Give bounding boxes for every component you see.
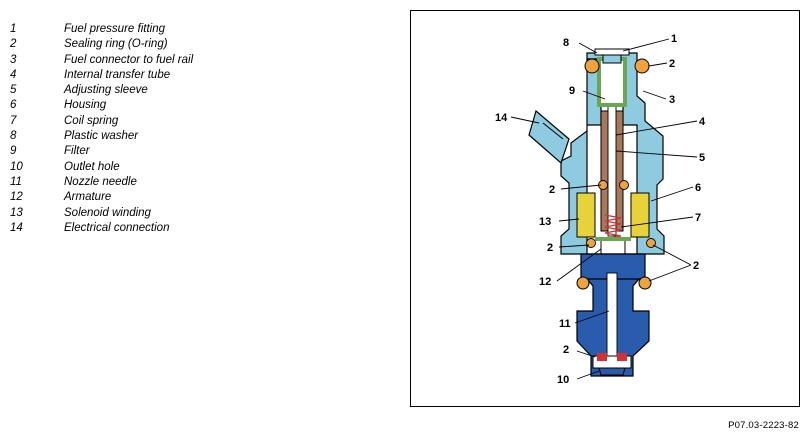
legend-number: 13	[10, 206, 23, 219]
legend-row: 1 Fuel pressure fitting	[10, 22, 340, 37]
callout-1: 1	[671, 33, 677, 45]
callout-14: 14	[495, 112, 508, 124]
callout-6: 6	[695, 182, 701, 194]
legend-row: 8 Plastic washer	[10, 129, 340, 144]
leader-lines	[510, 38, 698, 380]
legend-number: 3	[10, 53, 17, 66]
connector-pin	[542, 122, 564, 140]
plastic-washer	[594, 48, 630, 56]
legend-label: Fuel pressure fitting	[64, 23, 165, 35]
legend-label: Armature	[64, 191, 112, 204]
legend-number: 9	[10, 145, 17, 158]
reference-code: P07.03-2223-82	[728, 420, 799, 431]
legend-label: Fuel connector to fuel rail	[64, 53, 194, 66]
callout-5: 5	[699, 152, 705, 164]
callout-2-top: 2	[669, 58, 675, 70]
outlet-hole-right	[617, 353, 627, 361]
legend-number: 14	[10, 221, 23, 234]
o-ring-lower-left	[576, 276, 590, 290]
outlet-hole-left	[597, 353, 607, 361]
callout-2-mid: 2	[549, 184, 555, 196]
o-ring-mid-right	[619, 180, 629, 190]
legend-row: 2 Sealing ring (O-ring)	[10, 37, 340, 52]
legend-label: Outlet hole	[64, 160, 120, 173]
legend-number: 4	[10, 68, 17, 81]
callout-12: 12	[539, 276, 551, 288]
legend-number: 10	[10, 160, 23, 173]
legend-label: Nozzle needle	[64, 175, 137, 188]
injector-diagram-frame: 1 8 2 3 9 4 14 5 2 6 13 7 2 2 12 11 2 10	[410, 10, 800, 407]
callout-2-tip: 2	[563, 344, 569, 356]
legend-label: Electrical connection	[64, 221, 170, 234]
legend-row: 5 Adjusting sleeve	[10, 83, 340, 98]
legend-label: Coil spring	[64, 114, 119, 127]
o-ring-lower-right	[638, 276, 652, 290]
callout-3: 3	[669, 94, 675, 106]
o-ring-armature-left	[586, 238, 596, 248]
legend-label: Filter	[64, 145, 90, 158]
legend-number: 1	[10, 23, 17, 35]
legend-label: Plastic washer	[64, 130, 139, 143]
legend-label: Adjusting sleeve	[64, 84, 148, 97]
legend-number: 7	[10, 114, 17, 127]
legend-label: Housing	[64, 99, 107, 112]
callout-2-lower: 2	[693, 260, 699, 272]
callout-8: 8	[563, 37, 569, 49]
callout-4: 4	[699, 116, 706, 128]
injector-cutaway-diagram: 1 8 2 3 9 4 14 5 2 6 13 7 2 2 12 11 2 10	[495, 33, 706, 386]
legend-row: 4 Internal transfer tube	[10, 68, 340, 83]
legend-number: 6	[10, 99, 17, 112]
legend-row: 3 Fuel connector to fuel rail	[10, 53, 340, 68]
legend-row: 7 Coil spring	[10, 114, 340, 129]
electrical-connector-shroud	[528, 109, 570, 165]
solenoid-winding-left	[576, 192, 596, 238]
legend-row: 10 Outlet hole	[10, 160, 340, 175]
legend-label: Internal transfer tube	[64, 68, 171, 81]
coil-spring	[604, 214, 622, 240]
legend-row: 6 Housing	[10, 98, 340, 113]
legend-number: 8	[10, 130, 17, 143]
legend-number: 2	[10, 38, 17, 51]
callout-9: 9	[569, 85, 575, 97]
callout-11: 11	[559, 318, 571, 330]
parts-legend: 1 Fuel pressure fitting 2 Sealing ring (O-…	[10, 22, 340, 236]
legend-number: 12	[10, 191, 23, 204]
outlet-nozzle	[598, 367, 626, 376]
o-ring-armature-right	[646, 238, 656, 248]
callout-13: 13	[539, 216, 551, 228]
nozzle-needle	[606, 272, 618, 370]
legend-row: 12 Armature	[10, 190, 340, 205]
solenoid-winding-right	[630, 192, 650, 238]
legend-label: Solenoid winding	[64, 206, 151, 219]
legend-row: 9 Filter	[10, 144, 340, 159]
armature-green-band	[595, 237, 631, 241]
callout-2-armature: 2	[547, 242, 553, 254]
legend-label: Sealing ring (O-ring)	[64, 38, 168, 51]
o-ring-top-left	[584, 58, 600, 74]
legend-row: 13 Solenoid winding	[10, 206, 340, 221]
o-ring-top-right	[634, 58, 650, 74]
legend-row: 14 Electrical connection	[10, 221, 340, 236]
callout-10: 10	[557, 374, 569, 386]
callout-7: 7	[695, 212, 701, 224]
legend-row: 11 Nozzle needle	[10, 175, 340, 190]
legend-number: 5	[10, 84, 17, 97]
legend-number: 11	[10, 175, 22, 188]
